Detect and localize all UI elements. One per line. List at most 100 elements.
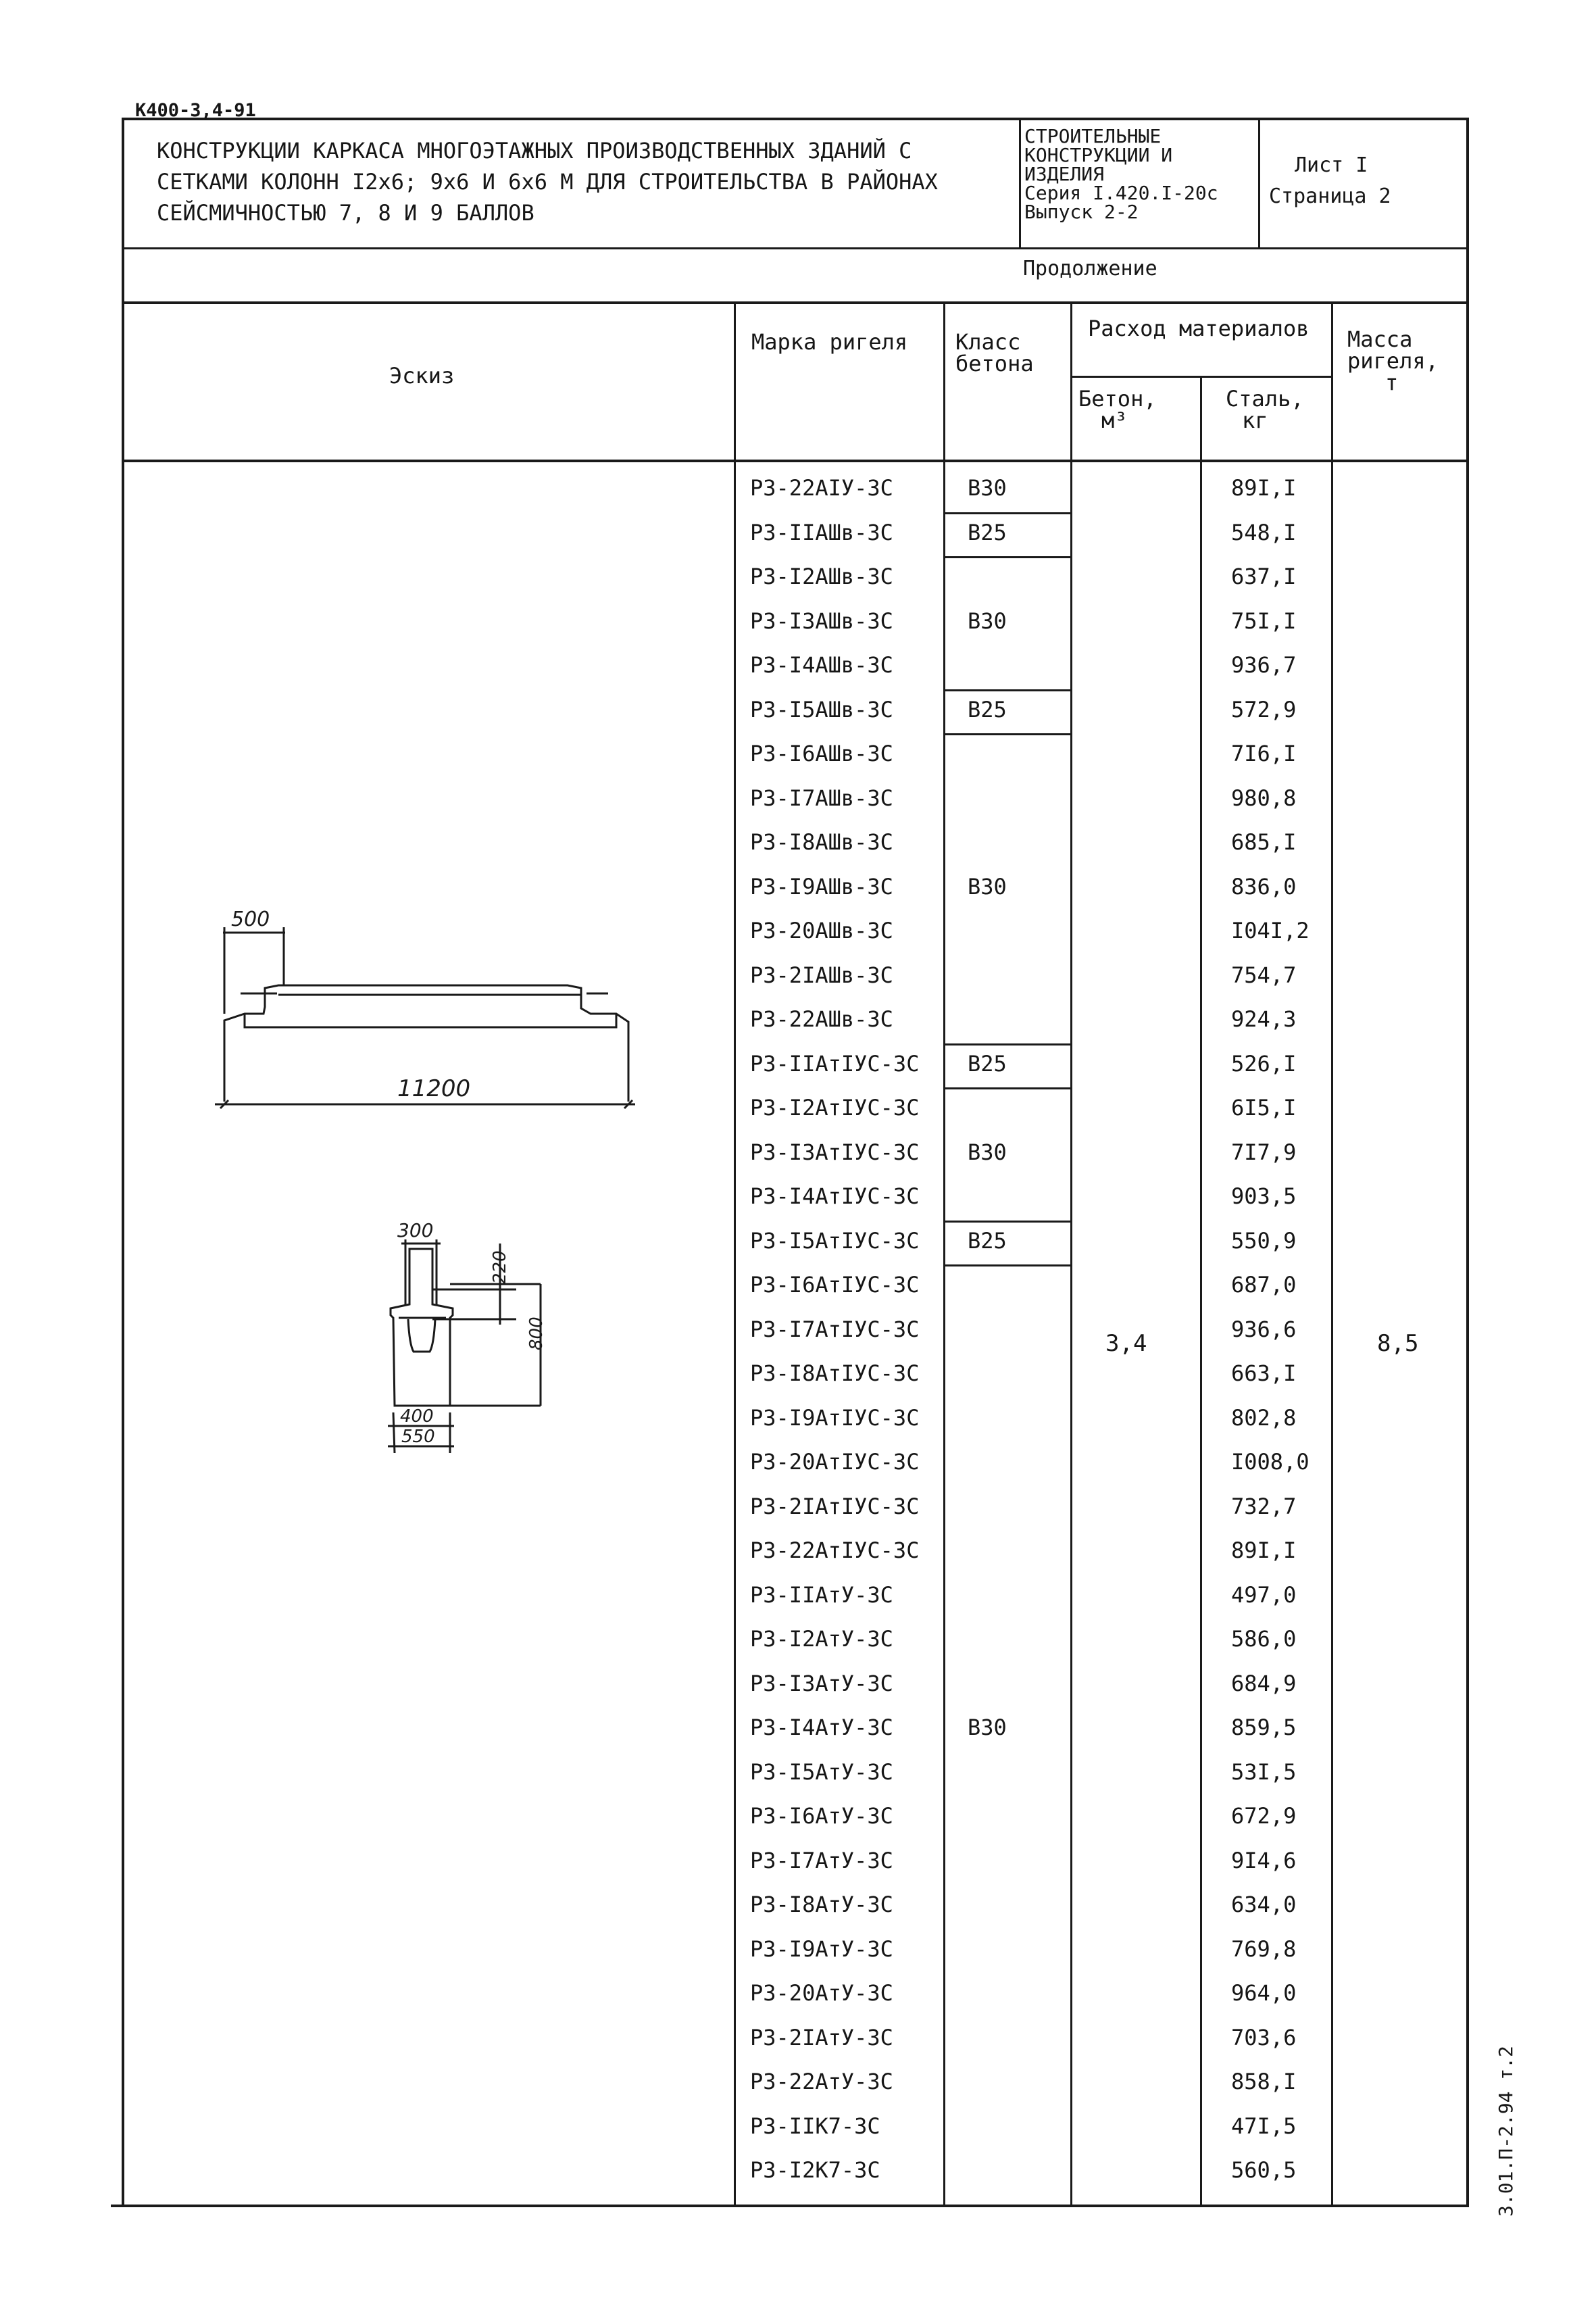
row-mark: Р3-I8АтУ-3С — [750, 1892, 893, 1917]
row-steel: 89I,I — [1231, 475, 1297, 501]
col-steel-left — [1200, 376, 1202, 2206]
class-group-divider — [943, 556, 1072, 558]
outer-right-border — [1466, 118, 1469, 2207]
row-concrete-class: В25 — [968, 1227, 1007, 1254]
row-mark: Р3-I5АШв-3С — [750, 696, 893, 722]
row-steel: 572,9 — [1231, 696, 1297, 722]
row-steel: 769,8 — [1231, 1936, 1297, 1962]
row-steel: 560,5 — [1231, 2157, 1297, 2183]
row-mark: Р3-2IАШв-3С — [750, 962, 893, 988]
dim-top-width: 500 — [231, 908, 270, 931]
header-concrete-line-2: м³ — [1101, 408, 1128, 433]
outer-bottom-border — [111, 2205, 1469, 2207]
row-steel: 586,0 — [1231, 1626, 1297, 1652]
row-concrete-class: В25 — [968, 1050, 1007, 1077]
row-mark: Р3-I3АтУ-3С — [750, 1670, 893, 1696]
row-steel: 703,6 — [1231, 2024, 1297, 2050]
sheet-block: Лист I Страница 2 — [1269, 150, 1451, 212]
row-steel: 6I5,I — [1231, 1095, 1297, 1121]
row-mark: Р3-I9АтIУС-3С — [750, 1404, 920, 1431]
row-mark: Р3-I8АтIУС-3С — [750, 1360, 920, 1386]
row-steel: 924,3 — [1231, 1006, 1297, 1032]
row-steel: 7I6,I — [1231, 741, 1297, 766]
header-mass-line-3: т — [1385, 370, 1399, 395]
row-steel: 903,5 — [1231, 1183, 1297, 1209]
title-line-2: СЕТКАМИ КОЛОНН I2х6; 9х6 И 6х6 М ДЛЯ СТР… — [157, 169, 938, 195]
row-steel: 663,I — [1231, 1360, 1297, 1386]
row-steel: 980,8 — [1231, 785, 1297, 811]
document-title: КОНСТРУКЦИИ КАРКАСА МНОГОЭТАЖНЫХ ПРОИЗВО… — [157, 135, 1008, 228]
row-mark: Р3-I9АШв-3С — [750, 873, 893, 900]
row-mark: Р3-I4АШв-3С — [750, 652, 893, 678]
series-block: СТРОИТЕЛЬНЫЕ КОНСТРУКЦИИ И ИЗДЕЛИЯ Серия… — [1024, 127, 1261, 222]
concrete-volume-value: 3,4 — [1105, 1330, 1147, 1357]
header-steel-line-1: Сталь, — [1226, 386, 1304, 412]
beam-mass-value: 8,5 — [1377, 1330, 1419, 1357]
row-steel: 634,0 — [1231, 1892, 1297, 1917]
row-mark: Р3-I5АтIУС-3С — [750, 1227, 920, 1254]
row-mark: Р3-I7АтУ-3С — [750, 1847, 893, 1873]
dim-web: 300 — [397, 1219, 433, 1241]
row-steel: 685,I — [1231, 829, 1297, 855]
row-steel: 687,0 — [1231, 1272, 1297, 1298]
row-mark: Р3-I2АтУ-3С — [750, 1626, 893, 1652]
row-mark: Р3-I6АтIУС-3С — [750, 1272, 920, 1298]
row-steel: 859,5 — [1231, 1715, 1297, 1740]
row-mark: Р3-IIАШв-3С — [750, 519, 893, 545]
series-line-2: КОНСТРУКЦИИ И — [1024, 144, 1173, 166]
class-group-divider — [943, 733, 1072, 735]
row-concrete-class: В30 — [968, 873, 1007, 900]
col-concrete-left — [1070, 301, 1072, 2206]
class-group-divider — [943, 1264, 1072, 1266]
row-mark: Р3-I8АШв-3С — [750, 829, 893, 855]
row-mark: Р3-20АтУ-3С — [750, 1980, 893, 2006]
sheet-number: Лист I — [1295, 153, 1368, 177]
series-line-4: Серия I.420.I-20с — [1024, 182, 1218, 204]
class-group-divider — [943, 1220, 1072, 1223]
row-steel: 684,9 — [1231, 1670, 1297, 1696]
row-steel: I04I,2 — [1231, 918, 1310, 943]
row-mark: Р3-2IАтIУС-3С — [750, 1493, 920, 1519]
row-mark: Р3-I6АтУ-3С — [750, 1803, 893, 1829]
row-concrete-class: В30 — [968, 1139, 1007, 1165]
header-mass-line-1: Масса — [1347, 326, 1413, 352]
row-steel: 936,7 — [1231, 652, 1297, 678]
header-materials: Расход материалов — [1088, 316, 1310, 341]
header-mark: Марка ригеля — [751, 329, 908, 355]
row-concrete-class: В25 — [968, 519, 1007, 545]
title-line-3: СЕЙСМИЧНОСТЬЮ 7, 8 И 9 БАЛЛОВ — [157, 200, 534, 226]
dim-height: 800 — [526, 1316, 547, 1350]
header-class-line-1: Класс — [955, 329, 1021, 355]
row-steel: 89I,I — [1231, 1537, 1297, 1563]
header-bottom — [123, 247, 1468, 249]
row-mark: Р3-I3АШв-3С — [750, 608, 893, 634]
row-steel: 75I,I — [1231, 608, 1297, 634]
class-group-divider — [943, 512, 1072, 514]
series-line-1: СТРОИТЕЛЬНЫЕ — [1024, 125, 1162, 147]
title-line-1: КОНСТРУКЦИИ КАРКАСА МНОГОЭТАЖНЫХ ПРОИЗВО… — [157, 138, 912, 164]
table-header-bottom — [123, 460, 1468, 462]
header-split-2 — [1258, 118, 1260, 249]
dim-bottom-inner: 400 — [400, 1406, 434, 1427]
row-mark: Р3-22АтУ-3С — [750, 2069, 893, 2094]
row-steel: 858,I — [1231, 2069, 1297, 2094]
row-mark: Р3-22АШв-3С — [750, 1006, 893, 1032]
row-steel: 9I4,6 — [1231, 1847, 1297, 1873]
document-code: К400-3,4-91 — [135, 100, 256, 121]
row-steel: 936,6 — [1231, 1316, 1297, 1342]
continuation-bottom — [123, 301, 1468, 304]
row-steel: 550,9 — [1231, 1227, 1297, 1254]
row-steel: 497,0 — [1231, 1581, 1297, 1608]
materials-split — [1070, 376, 1332, 378]
row-mark: Р3-I7АтIУС-3С — [750, 1316, 920, 1342]
row-steel: 836,0 — [1231, 873, 1297, 900]
row-mark: Р3-IIК7-3С — [750, 2113, 880, 2139]
outer-left-border — [122, 118, 124, 2207]
row-steel: 672,9 — [1231, 1803, 1297, 1829]
row-concrete-class: В30 — [968, 475, 1007, 501]
row-steel: 637,I — [1231, 564, 1297, 589]
col-mark-left — [734, 301, 736, 2206]
series-line-5: Выпуск 2-2 — [1024, 201, 1139, 223]
dim-flange: 220 — [490, 1250, 510, 1284]
